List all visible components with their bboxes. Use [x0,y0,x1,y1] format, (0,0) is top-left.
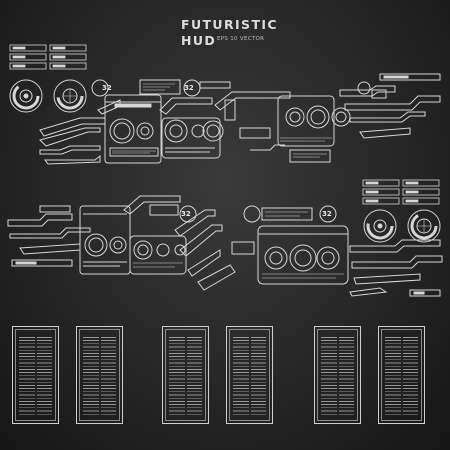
top-label-grid [9,44,87,70]
text-panel [12,326,59,424]
bottom-hud [7,195,443,297]
text-panel [314,326,361,424]
title-hud: HUD [181,33,217,48]
top-hud [39,73,441,165]
text-panel [76,326,123,424]
gauge-top-left-1 [9,79,43,113]
gauge-top-left-2 [53,79,87,113]
gauge-right-2 [407,209,441,243]
hud-number-bottom-left: 32 [181,210,191,218]
hud-number-top-right: 32 [184,84,194,92]
text-panel [226,326,273,424]
text-panel [378,326,425,424]
text-panel [162,326,209,424]
right-label-grid [362,179,440,205]
title-futuristic: FUTURISTIC [181,17,278,32]
hud-number-top-left: 32 [102,84,112,92]
subtitle-eps: EPS 10 VECTOR [217,36,265,42]
hud-number-bottom-right: 32 [322,210,332,218]
gauge-right-1 [363,209,397,243]
